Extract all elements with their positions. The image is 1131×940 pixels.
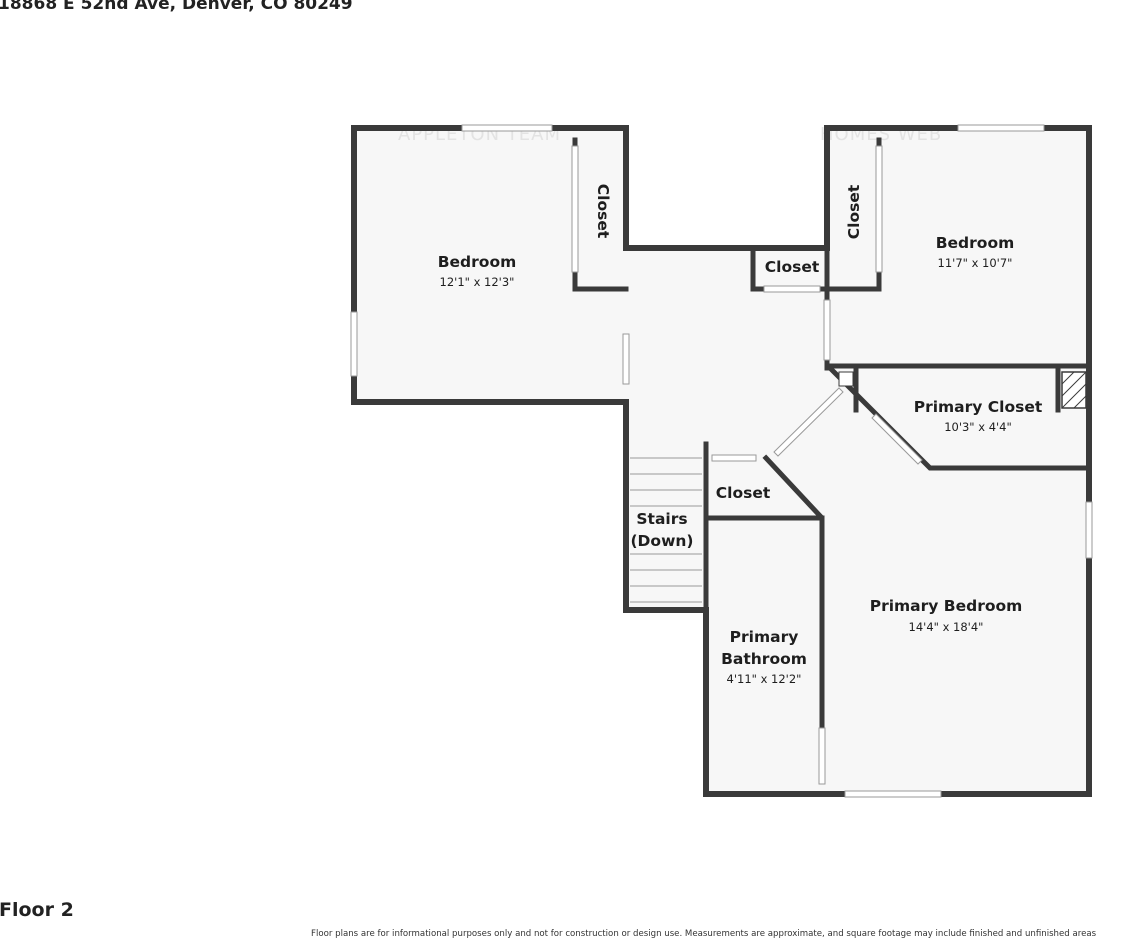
floor-fill: [354, 128, 1089, 794]
stairs-direction: (Down): [630, 532, 693, 550]
closet-west-label: Closet: [594, 184, 612, 239]
primary-bedroom-dims: 14'4" x 18'4": [909, 620, 984, 634]
primary-closet-name: Primary Closet: [914, 398, 1043, 416]
stair-treads: [630, 457, 702, 603]
closet-east-label: Closet: [845, 184, 863, 239]
primary-bathroom-line1: Primary: [730, 628, 799, 646]
bedroom-east-dims: 11'7" x 10'7": [938, 256, 1013, 270]
stairs-label: Stairs: [636, 510, 687, 528]
bedroom-west-dims: 12'1" x 12'3": [440, 275, 515, 289]
primary-closet-dims: 10'3" x 4'4": [944, 420, 1012, 434]
windows: [350, 124, 1093, 798]
chase-hatch: [838, 371, 1087, 409]
closet-stairs-label: Closet: [716, 484, 771, 502]
closet-hall-label: Closet: [765, 258, 820, 276]
bedroom-east-name: Bedroom: [936, 234, 1015, 252]
disclaimer: Floor plans are for informational purpos…: [311, 929, 1097, 939]
primary-bathroom-line2: Bathroom: [721, 650, 807, 668]
floor-label: Floor 2: [0, 899, 74, 921]
primary-bedroom-name: Primary Bedroom: [870, 597, 1023, 615]
bedroom-west-name: Bedroom: [438, 253, 517, 271]
property-address: 18868 E 52nd Ave, Denver, CO 80249: [0, 0, 353, 14]
primary-bathroom-dims: 4'11" x 12'2": [727, 672, 802, 686]
